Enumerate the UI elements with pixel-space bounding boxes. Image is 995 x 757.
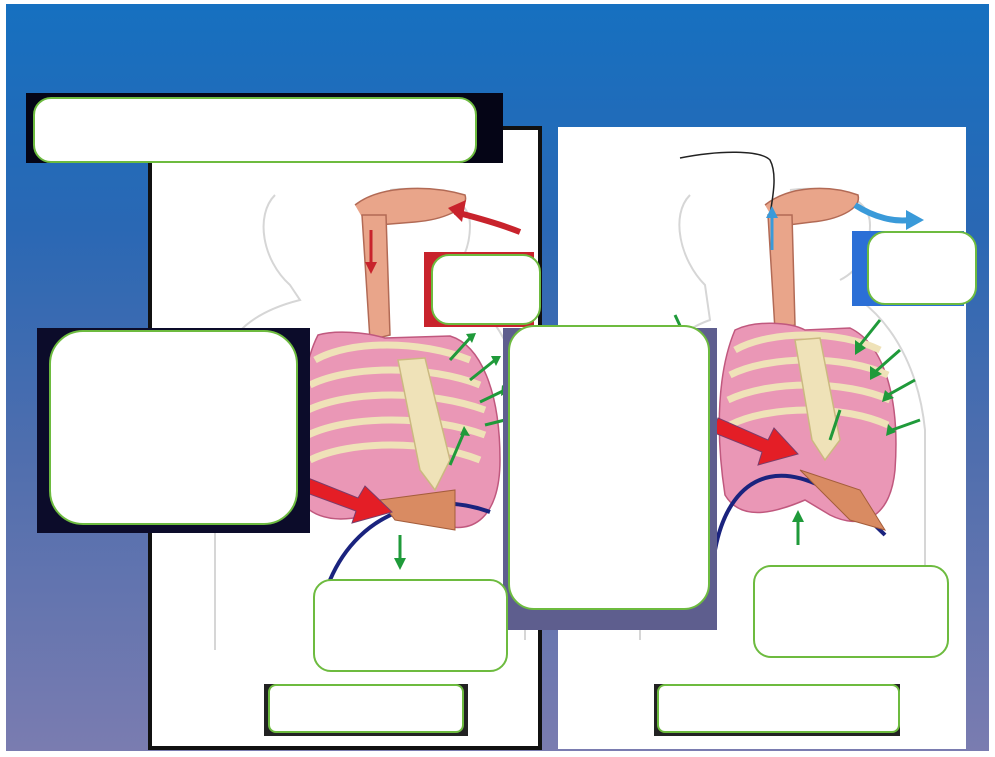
airflow-out-label	[867, 231, 977, 305]
airflow-in-label	[431, 254, 541, 325]
left-panel-caption	[268, 684, 464, 733]
diaphragm-movement-arrowhead	[792, 510, 804, 522]
right-panel-caption	[657, 684, 900, 733]
center-label	[508, 325, 710, 610]
right-bottom-label	[753, 565, 949, 658]
left-side-label	[49, 330, 298, 525]
airflow-out-arrow	[855, 205, 910, 220]
pointer-line	[680, 152, 774, 215]
airflow-out-arrowhead	[906, 210, 924, 230]
left-bottom-label	[313, 579, 508, 672]
title-label	[33, 97, 477, 163]
